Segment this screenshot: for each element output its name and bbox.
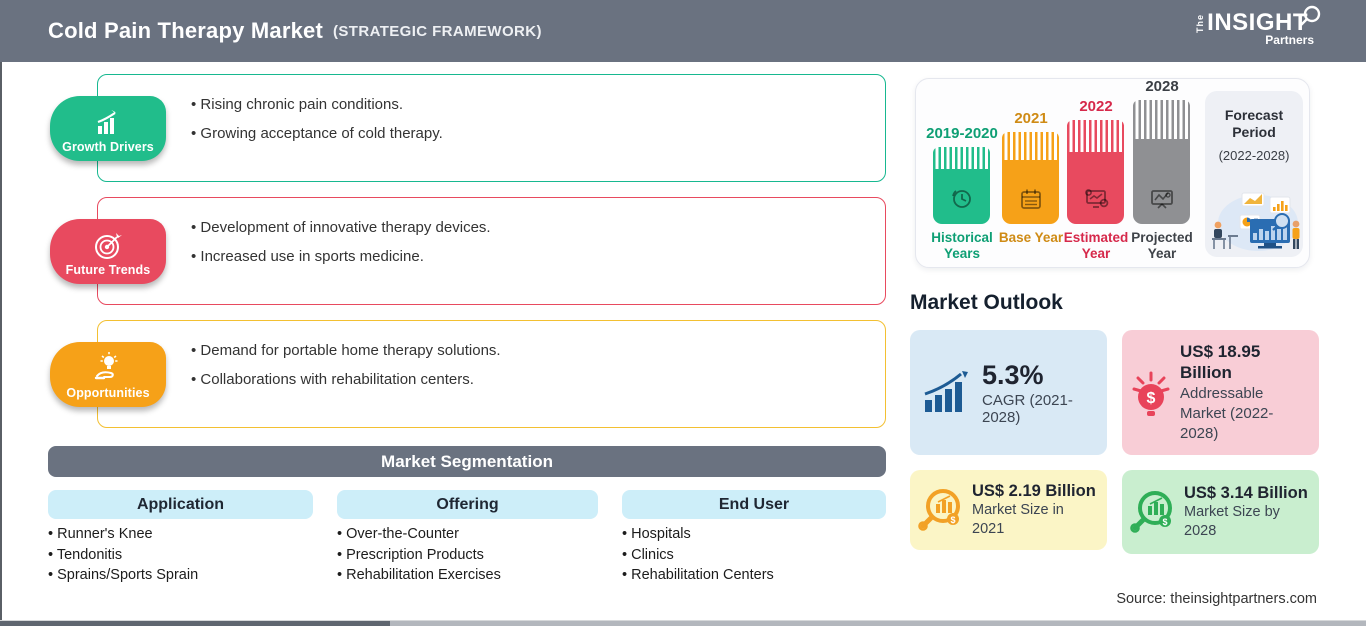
- opportunities-bullet: Collaborations with rehabilitation cente…: [191, 371, 865, 389]
- cagr-value: 5.3%: [982, 359, 1044, 390]
- opportunities-bullet: Demand for portable home therapy solutio…: [191, 342, 865, 360]
- growth-chart-icon: [97, 110, 116, 134]
- forecast-period-panel: Forecast Period (2022-2028): [1205, 91, 1303, 257]
- clock-icon: [951, 190, 971, 208]
- timeline-label: Base Year: [998, 230, 1064, 245]
- timeline-bar-projected: [1133, 100, 1190, 224]
- future-trends-badge: Future Trends: [50, 219, 166, 284]
- window-left-edge: [0, 62, 2, 620]
- future-trends-bullet: Development of innovative therapy device…: [191, 219, 865, 237]
- list-item: Rehabilitation Centers: [622, 565, 886, 586]
- timeline-year: 2022: [1079, 98, 1113, 115]
- timeline-year: 2021: [1014, 110, 1048, 127]
- growth-drivers-box: Rising chronic pain conditions. Growing …: [97, 74, 886, 182]
- growth-drivers-label: Growth Drivers: [62, 140, 154, 154]
- timeline-bar-base: [1002, 132, 1059, 224]
- forecast-illustration: [1212, 192, 1300, 251]
- end-user-list: Hospitals Clinics Rehabilitation Centers: [622, 524, 886, 586]
- hand-bulb-icon: [94, 352, 118, 380]
- market-size-2028-value: US$ 3.14 Billion: [1184, 484, 1308, 502]
- list-item: Hospitals: [622, 524, 886, 545]
- market-segmentation-title: Market Segmentation: [381, 451, 553, 471]
- magnifier-chart-icon: $: [918, 489, 960, 531]
- list-item: Rehabilitation Exercises: [337, 565, 598, 586]
- timeline-year: 2019-2020: [926, 125, 998, 142]
- future-trends-label: Future Trends: [65, 263, 151, 277]
- growth-drivers-bullet: Rising chronic pain conditions.: [191, 96, 865, 114]
- list-item: Prescription Products: [337, 545, 598, 566]
- segmentation-header-end-user: End User: [622, 490, 886, 519]
- market-size-2021-desc: Market Size in 2021: [972, 502, 1064, 537]
- projection-icon: [1150, 190, 1173, 209]
- target-dart-icon: [95, 233, 122, 259]
- forecast-period-title: Forecast Period: [1224, 107, 1284, 140]
- list-item: Clinics: [622, 545, 886, 566]
- market-size-2028-card: $ US$ 3.14 Billion Market Size by 2028: [1122, 470, 1319, 554]
- horizontal-scrollbar[interactable]: [0, 620, 1366, 626]
- future-trends-bullet: Increased use in sports medicine.: [191, 248, 865, 266]
- cagr-card: 5.3% CAGR (2021-2028): [910, 330, 1107, 455]
- list-item: Over-the-Counter: [337, 524, 598, 545]
- magnifier-chart-icon: $: [1130, 491, 1172, 533]
- future-trends-box: Development of innovative therapy device…: [97, 197, 886, 305]
- list-item: Tendonitis: [48, 545, 313, 566]
- market-size-2021-card: $ US$ 2.19 Billion Market Size in 2021: [910, 470, 1107, 550]
- page-subtitle: (STRATEGIC FRAMEWORK): [332, 22, 542, 40]
- application-list: Runner's Knee Tendonitis Sprains/Sports …: [48, 524, 313, 586]
- logo-insight: INSIGHT: [1207, 9, 1308, 36]
- timeline-bar-historical: [933, 147, 990, 224]
- logo-partners: Partners: [1265, 33, 1314, 47]
- segmentation-header-offering: Offering: [337, 490, 598, 519]
- addressable-market-value: US$ 18.95 Billion: [1180, 342, 1261, 382]
- market-segmentation-bar: Market Segmentation: [48, 446, 886, 477]
- header-bar: Cold Pain Therapy Market (STRATEGIC FRAM…: [0, 0, 1366, 62]
- logo-the: The: [1195, 14, 1206, 34]
- timeline-card: 2019-2020 2021 2022 2028: [915, 78, 1310, 268]
- addressable-market-card: $ US$ 18.95 Billion Addressable Market (…: [1122, 330, 1319, 455]
- opportunities-label: Opportunities: [66, 386, 150, 400]
- svg-text:$: $: [1147, 390, 1156, 407]
- growth-drivers-badge: Growth Drivers: [50, 96, 166, 161]
- cagr-desc: CAGR (2021-2028): [982, 391, 1073, 426]
- timeline-label: Estimated Year: [1063, 230, 1129, 261]
- page-title: Cold Pain Therapy Market: [48, 18, 323, 43]
- opportunities-badge: Opportunities: [50, 342, 166, 407]
- market-outlook-title: Market Outlook: [910, 291, 1063, 314]
- offering-list: Over-the-Counter Prescription Products R…: [337, 524, 598, 586]
- insight-partners-logo: The INSIGHT Partners: [1195, 5, 1321, 51]
- svg-text:$: $: [1162, 517, 1167, 527]
- forecast-period-range: (2022-2028): [1218, 148, 1290, 163]
- opportunities-box: Demand for portable home therapy solutio…: [97, 320, 886, 428]
- svg-text:$: $: [950, 515, 955, 525]
- scrollbar-thumb[interactable]: [0, 621, 390, 626]
- list-item: Sprains/Sports Sprain: [48, 565, 313, 586]
- calendar-icon: [1020, 189, 1041, 209]
- growth-drivers-bullet: Growing acceptance of cold therapy.: [191, 125, 865, 143]
- segmentation-header-application: Application: [48, 490, 313, 519]
- addressable-market-desc: Addressable Market (2022-2028): [1180, 385, 1274, 442]
- magnifier-icon: [1300, 5, 1321, 26]
- cagr-chart-icon: [924, 370, 968, 412]
- market-size-2028-desc: Market Size by 2028: [1184, 504, 1280, 539]
- estimate-icon: [1084, 189, 1108, 208]
- bulb-dollar-icon: $: [1132, 371, 1170, 416]
- timeline-bar-estimated: [1067, 120, 1124, 224]
- timeline-year: 2028: [1145, 78, 1179, 95]
- source-text: Source: theinsightpartners.com: [1116, 591, 1317, 607]
- list-item: Runner's Knee: [48, 524, 313, 545]
- timeline-label: Historical Years: [931, 230, 993, 261]
- timeline-label: Projected Year: [1131, 230, 1193, 261]
- market-size-2021-value: US$ 2.19 Billion: [972, 482, 1096, 500]
